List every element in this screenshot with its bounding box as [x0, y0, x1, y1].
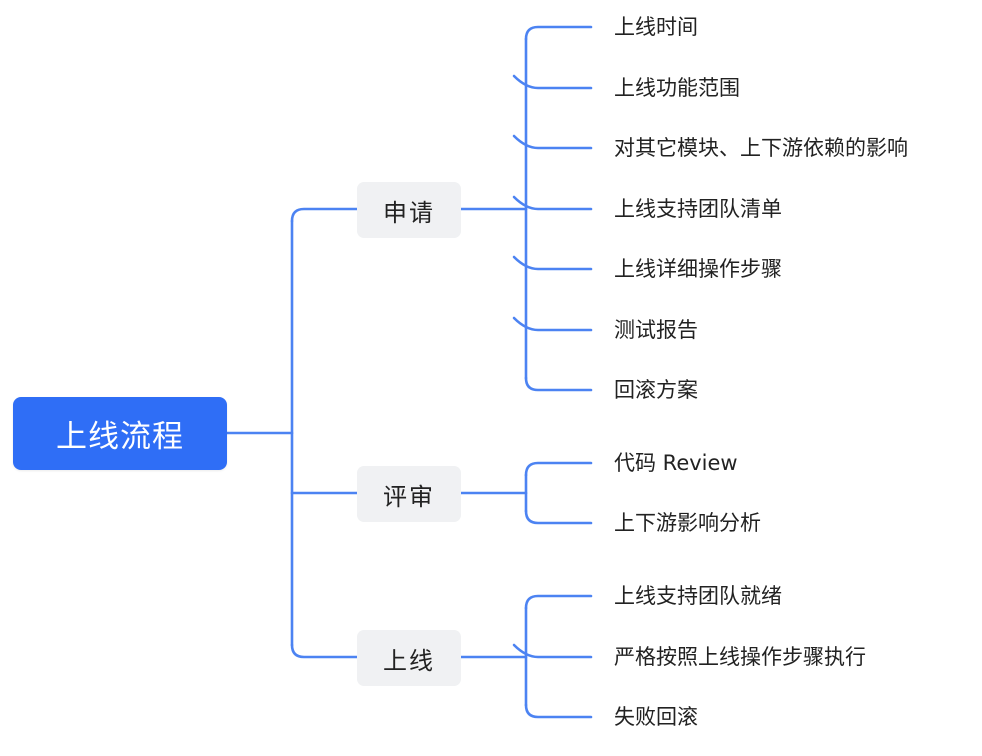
leaf-connector-1-1	[524, 509, 593, 525]
leaf-item: 测试报告	[614, 318, 698, 342]
branch-node-review: 评审	[357, 466, 461, 522]
leaf-item: 上线详细操作步骤	[614, 257, 782, 281]
leaf-connector-0-6	[524, 376, 593, 392]
leaf-connector-0-5	[512, 316, 593, 332]
leaf-item: 上下游影响分析	[614, 511, 761, 535]
leaf-connector-1-0	[524, 461, 593, 477]
branch-label-release: 上线	[383, 646, 435, 675]
branch-connector-0	[290, 207, 359, 223]
leaf-connector-2-1	[512, 643, 593, 659]
leaf-item: 回滚方案	[614, 378, 698, 402]
leaf-item: 对其它模块、上下游依赖的影响	[614, 136, 908, 160]
leaf-connector-0-3	[512, 195, 593, 211]
leaf-item: 上线支持团队清单	[614, 197, 782, 221]
leaf-item: 上线时间	[614, 15, 698, 39]
branch-connector-2	[290, 643, 359, 659]
branch-node-release: 上线	[357, 630, 461, 686]
leaf-item: 上线支持团队就绪	[614, 584, 782, 608]
leaf-connector-2-0	[524, 594, 593, 610]
leaf-item: 严格按照上线操作步骤执行	[614, 645, 866, 669]
root-node-label: 上线流程	[56, 419, 184, 455]
branch-label-review: 评审	[383, 482, 435, 511]
branch-label-apply: 申请	[383, 198, 435, 227]
root-node: 上线流程	[13, 397, 227, 470]
leaf-item: 上线功能范围	[614, 76, 740, 100]
leaf-item: 失败回滚	[614, 705, 698, 729]
leaf-item: 代码 Review	[614, 451, 738, 475]
leaf-connector-0-4	[512, 255, 593, 271]
leaf-connector-2-2	[524, 703, 593, 719]
leaf-connector-0-2	[512, 134, 593, 150]
leaf-connector-0-0	[524, 25, 593, 41]
leaf-connector-0-1	[512, 74, 593, 90]
branch-node-apply: 申请	[357, 182, 461, 238]
